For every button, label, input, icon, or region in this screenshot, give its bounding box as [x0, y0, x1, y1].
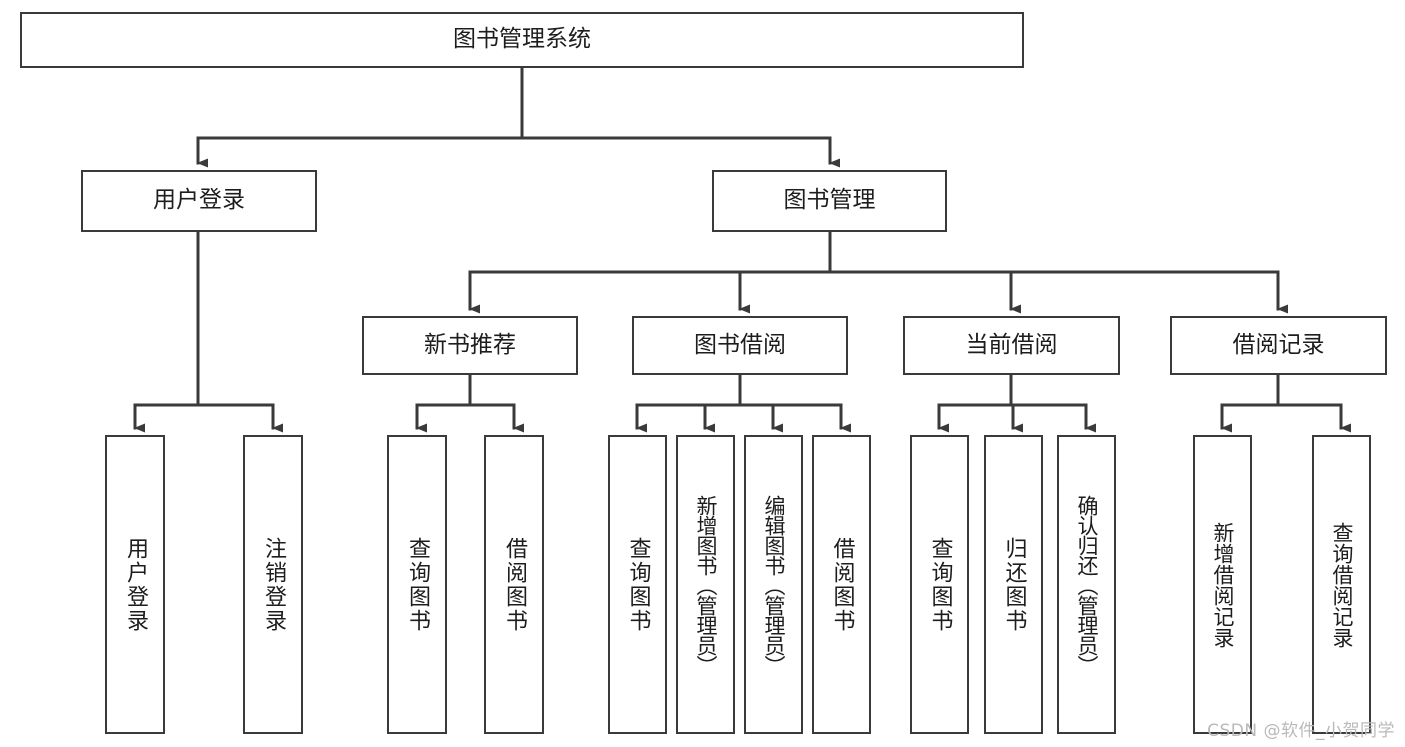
- node-leaf-return-book-label: 归还图书: [1001, 536, 1027, 633]
- node-leaf-add-book-admin[interactable]: 新增图书（管理员）: [676, 435, 735, 734]
- node-leaf-edit-book-admin-label: 编辑图书（管理员）: [762, 494, 786, 675]
- node-root[interactable]: 图书管理系统: [20, 12, 1024, 68]
- node-leaf-logout-label: 注销登录: [261, 536, 286, 633]
- node-book-manage-label: 图书管理: [783, 187, 876, 214]
- node-user-login[interactable]: 用户登录: [81, 170, 317, 232]
- node-leaf-add-borrow-record[interactable]: 新增借阅记录: [1193, 435, 1252, 734]
- watermark: CSDN @软件_小贺同学: [1207, 721, 1395, 741]
- node-book-borrow-label: 图书借阅: [694, 331, 786, 358]
- node-new-book-recommend[interactable]: 新书推荐: [362, 316, 578, 375]
- node-leaf-query-book-current-label: 查询图书: [927, 536, 953, 633]
- node-book-manage[interactable]: 图书管理: [712, 170, 947, 232]
- node-borrow-record-label: 借阅记录: [1232, 331, 1325, 358]
- node-leaf-borrow-book-label: 借阅图书: [829, 536, 855, 633]
- node-user-login-label: 用户登录: [153, 187, 245, 214]
- node-leaf-query-book-borrow[interactable]: 查询图书: [608, 435, 667, 734]
- node-borrow-record[interactable]: 借阅记录: [1170, 316, 1387, 375]
- node-leaf-add-book-admin-label: 新增图书（管理员）: [694, 494, 718, 675]
- node-leaf-user-login-label: 用户登录: [123, 536, 148, 633]
- node-leaf-query-book-new-label: 查询图书: [405, 536, 430, 633]
- node-leaf-confirm-return-admin-label: 确认归还（管理员）: [1075, 494, 1099, 675]
- node-leaf-query-borrow-record[interactable]: 查询借阅记录: [1312, 435, 1371, 734]
- node-leaf-logout[interactable]: 注销登录: [243, 435, 303, 734]
- node-leaf-edit-book-admin[interactable]: 编辑图书（管理员）: [744, 435, 803, 734]
- node-root-label: 图书管理系统: [453, 26, 591, 53]
- node-book-borrow[interactable]: 图书借阅: [632, 316, 848, 375]
- node-leaf-confirm-return-admin[interactable]: 确认归还（管理员）: [1057, 435, 1116, 734]
- node-current-borrow[interactable]: 当前借阅: [903, 316, 1120, 375]
- node-leaf-borrow-book[interactable]: 借阅图书: [812, 435, 871, 734]
- node-leaf-query-book-new[interactable]: 查询图书: [387, 435, 447, 734]
- node-leaf-return-book[interactable]: 归还图书: [984, 435, 1043, 734]
- node-leaf-borrow-book-new[interactable]: 借阅图书: [484, 435, 544, 734]
- node-leaf-borrow-book-new-label: 借阅图书: [502, 536, 527, 633]
- node-current-borrow-label: 当前借阅: [965, 331, 1058, 358]
- node-leaf-add-borrow-record-label: 新增借阅记录: [1211, 521, 1235, 648]
- node-leaf-query-book-current[interactable]: 查询图书: [910, 435, 969, 734]
- node-leaf-query-book-borrow-label: 查询图书: [625, 536, 651, 633]
- node-leaf-user-login[interactable]: 用户登录: [105, 435, 165, 734]
- node-leaf-query-borrow-record-label: 查询借阅记录: [1330, 521, 1354, 648]
- node-new-book-recommend-label: 新书推荐: [424, 331, 516, 358]
